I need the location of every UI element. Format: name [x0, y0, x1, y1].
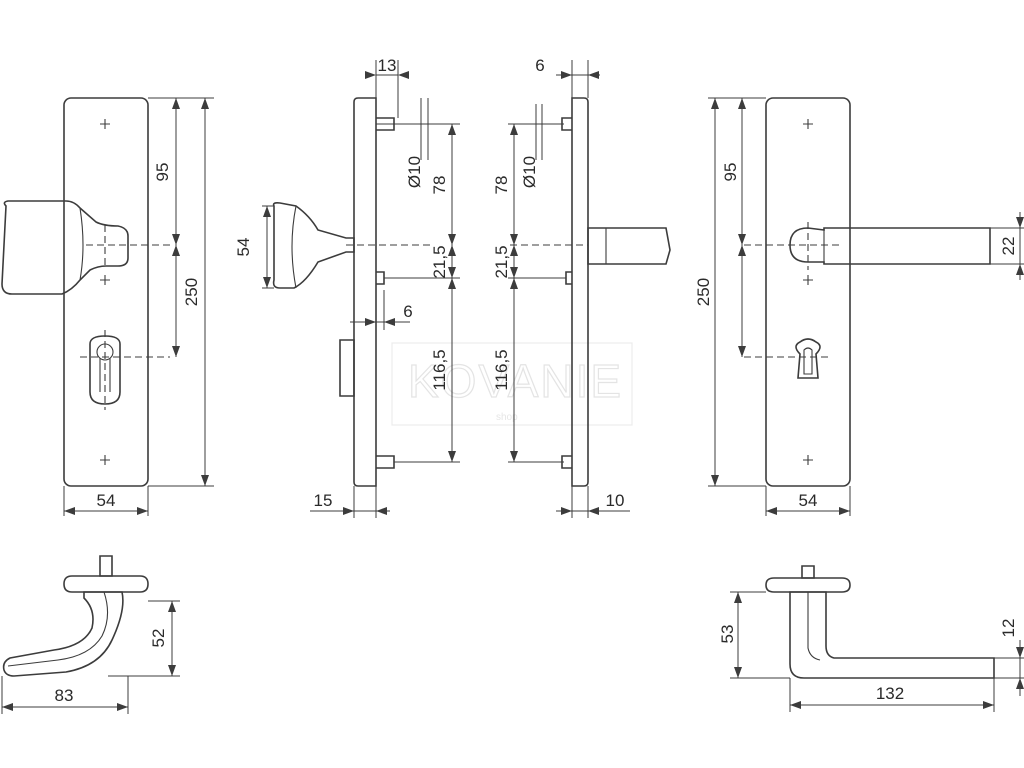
- backplate: [63, 97, 149, 487]
- cylinder-side: [339, 339, 355, 397]
- top-lever-view: 53 12 132: [718, 565, 1024, 712]
- key-cylinder: [89, 335, 121, 405]
- knob-edge: [79, 207, 84, 281]
- knob: [1, 200, 129, 295]
- screw-mark-icon: [803, 119, 813, 129]
- screw-mark-icon: [100, 455, 110, 465]
- rose-top: [765, 577, 851, 593]
- key-cylinder: [795, 338, 821, 379]
- dim-label: 54: [97, 491, 116, 510]
- backplate-side: [571, 97, 589, 487]
- dim-label: 54: [234, 238, 253, 257]
- dim-label: 52: [149, 629, 168, 648]
- key-cylinder-slot: [99, 358, 111, 392]
- rose-top: [63, 575, 149, 593]
- dim-label: 6: [535, 56, 544, 75]
- spindle-top: [801, 565, 815, 579]
- front-lever-view: 95 250 22 54: [694, 97, 1024, 516]
- screw-mark-icon: [803, 275, 813, 285]
- dim-label: 6: [403, 302, 412, 321]
- dim-label: 12: [999, 619, 1018, 638]
- lever-top: [789, 591, 995, 679]
- dim-label: Ø10: [405, 156, 424, 188]
- side-knob-view: 13 54 Ø10 78 21,5 6 116,5 15: [234, 56, 460, 518]
- knob-edge: [291, 205, 297, 289]
- dim-label: 15: [314, 491, 333, 510]
- dim-label: 21,5: [492, 245, 511, 278]
- dim-label: 10: [606, 491, 625, 510]
- spigot-small: [376, 271, 385, 285]
- backplate-side: [353, 97, 377, 487]
- lever-top-edge: [807, 592, 821, 661]
- screw-mark-icon: [100, 275, 110, 285]
- knob-side: [272, 202, 355, 289]
- watermark-subtext: shop: [496, 412, 518, 423]
- backplate: [765, 97, 851, 487]
- dim-label: 116,5: [430, 349, 449, 390]
- front-knob-view: 95 250 54: [1, 97, 214, 516]
- dim-label: 21,5: [430, 245, 449, 278]
- lever-rose-side: [587, 227, 671, 265]
- dim-label: 78: [492, 176, 511, 195]
- dim-label: 78: [430, 176, 449, 195]
- dim-label: 53: [718, 625, 737, 644]
- knob-top: [2, 591, 124, 677]
- screw-mark-icon: [803, 455, 813, 465]
- lever-handle: [789, 227, 991, 265]
- dim-label: 13: [378, 56, 397, 75]
- screw-mark-icon: [100, 119, 110, 129]
- dim-label: Ø10: [520, 156, 539, 188]
- dim-label: 83: [55, 686, 74, 705]
- dim-label: 95: [721, 163, 740, 182]
- spindle-top: [99, 555, 113, 577]
- dim-label: 54: [799, 491, 818, 510]
- key-cylinder-slot: [803, 347, 813, 375]
- dim-label: 132: [876, 684, 904, 703]
- watermark: KOVANIE shop: [391, 342, 633, 426]
- watermark-text: KOVANIE: [408, 355, 623, 407]
- top-knob-view: 52 83: [1, 555, 180, 714]
- dim-label: 22: [999, 237, 1018, 256]
- dim-label: 250: [694, 278, 713, 306]
- knob-top-edge: [7, 591, 109, 667]
- side-lever-view: 6 78 Ø10 21,5 116,5 10: [492, 56, 671, 518]
- dim-label: 95: [153, 163, 172, 182]
- dim-label: 116,5: [492, 349, 511, 390]
- spigot: [376, 117, 395, 469]
- dim-label: 250: [182, 278, 201, 306]
- spigot: [561, 117, 572, 469]
